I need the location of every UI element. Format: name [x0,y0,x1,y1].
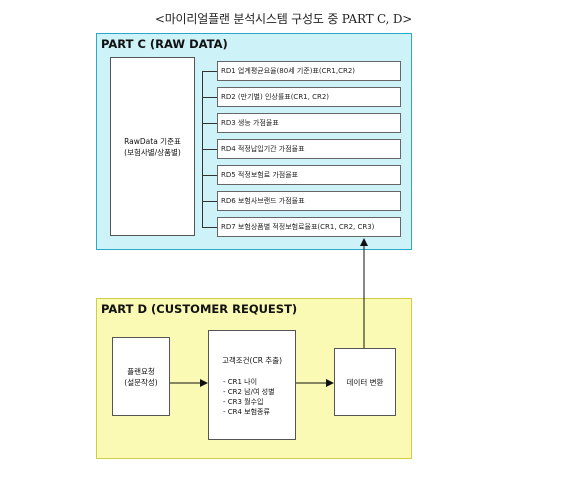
rd6-box: RD6 보험사브랜드 가점율표 [217,191,401,211]
rd-connector [202,97,217,98]
rawdata-line-1: RawData 기준표 [124,136,181,146]
part-c-title: PART C (RAW DATA) [101,37,228,51]
plan-line-1: 플랜요청 [127,366,155,376]
rd3-box: RD3 생능 가점율표 [217,113,401,133]
conditions-title: 고객조건(CR 추출) [221,356,283,365]
condition-item: - CR1 나이 [223,378,258,386]
rd7-box: RD7 보험상품별 적정보험료율표(CR1, CR2, CR3) [217,217,401,237]
rawdata-standard-box: RawData 기준표 (보험사별/상품별) [110,57,195,236]
diagram-title: <마이리얼플랜 분석시스템 구성도 중 PART C, D> [154,12,413,26]
condition-item: - CR2 남/여 성별 [223,388,275,396]
rd4-box: RD4 적정납입기간 가점율표 [217,139,401,159]
rd-connector [202,227,217,228]
condition-item: - CR3 월수입 [223,398,264,406]
conditions-list: - CR1 나이 - CR2 남/여 성별 - CR3 월수입 - CR4 보험… [223,377,275,417]
plan-line-2: (설문작성) [124,377,158,387]
rd1-box: RD1 업계평균요율(80세 기준)표(CR1,CR2) [217,61,401,81]
part-d-title: PART D (CUSTOMER REQUEST) [101,302,298,316]
rd-connector [202,201,217,202]
rd2-box: RD2 (만기별) 인상률표(CR1, CR2) [217,87,401,107]
condition-item: - CR4 보험종류 [223,408,270,416]
customer-conditions-box: 고객조건(CR 추출) - CR1 나이 - CR2 남/여 성별 - CR3 … [208,330,296,440]
rd-connector [202,175,217,176]
data-conversion-box: 데이터 변환 [334,348,396,416]
rd5-box: RD5 적정보험료 가점율표 [217,165,401,185]
rawdata-line-2: (보험사별/상품별) [124,147,181,157]
rd-connector [202,71,217,72]
rd-connector [202,123,217,124]
rd-connector [202,149,217,150]
plan-request-box: 플랜요청 (설문작성) [112,337,170,416]
